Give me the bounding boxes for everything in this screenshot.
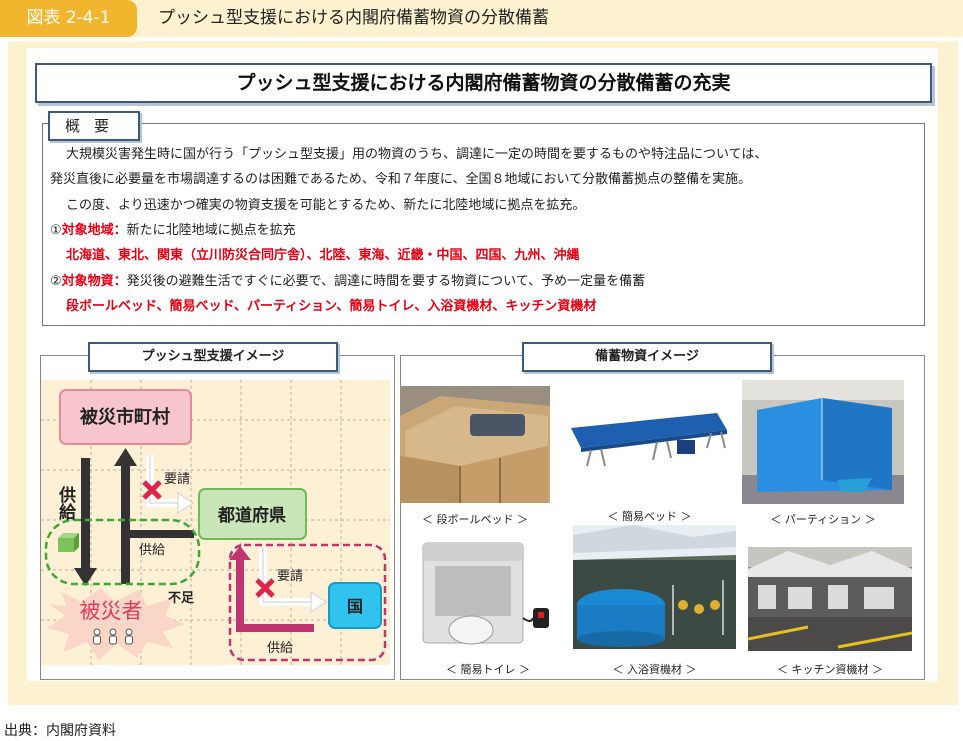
summary-tab: 概要 — [48, 111, 140, 141]
item-number: ② — [50, 274, 62, 289]
portable-toilet-photo — [413, 538, 563, 654]
item-number: ① — [50, 223, 62, 238]
supply-vertical-label: 供給 — [55, 485, 77, 521]
request-arrow-2-outline — [262, 548, 311, 603]
supply-caption-camp-bed: ＜ 簡易ベッド ＞ — [607, 510, 692, 523]
camp-bed-photo — [567, 408, 732, 468]
target-region-list: 北海道、東北、関東（立川防災合同庁舎）、北陸、東海、近畿・中国、四国、九州、沖縄 — [66, 248, 580, 263]
source-note: 出典：内閣府資料 — [4, 723, 116, 739]
supply-arrow-horizontal — [130, 530, 194, 538]
request-label-1: 要請 — [164, 472, 190, 487]
supply-arrow-up — [121, 466, 130, 584]
supply-caption-partition: ＜ パーティション ＞ — [770, 513, 876, 526]
supply-caption-kitchen-equipment: ＜ キッチン資機材 ＞ — [777, 663, 883, 676]
partition-photo — [742, 380, 904, 504]
supply-arrow-2-horizontal — [236, 624, 314, 632]
push-support-tab: プッシュ型支援イメージ — [88, 342, 338, 372]
target-region-line: ①対象地域：新たに北陸地域に拠点を拡充 — [50, 221, 296, 241]
blocked-x-icon-2 — [255, 578, 275, 598]
request-arrow-1-outline — [149, 455, 179, 504]
nation-box — [328, 582, 382, 629]
supply-arrow-down-head — [74, 568, 97, 586]
supply-arrow-up-head — [114, 448, 137, 466]
prefecture-box — [198, 488, 307, 540]
header-bar — [0, 0, 963, 37]
target-region-heading: 対象地域： — [61, 223, 127, 238]
supply-caption-cardboard-bed: ＜ 段ボールベッド ＞ — [422, 513, 528, 526]
municipality-label: 被災市町村 — [80, 406, 170, 428]
nation-label: 国 — [347, 597, 363, 616]
supply-arrow-2 — [236, 558, 244, 632]
summary-line-2: 発災直後に必要量を市場調達するのは困難であるため、令和７年度に、全国８地域におい… — [50, 172, 752, 187]
supply-caption-portable-toilet: ＜ 簡易トイレ ＞ — [446, 663, 530, 676]
summary-line-1: 大規模災害発生時に国が行う「プッシュ型支援」用の物資のうち、調達に一定の時間を要… — [66, 147, 768, 162]
supply-caption-bathing-equipment: ＜ 入浴資機材 ＞ — [612, 663, 697, 676]
shortage-ellipse-green — [44, 518, 201, 586]
kitchen-equipment-photo — [748, 547, 912, 651]
shortage-box-magenta — [228, 543, 387, 662]
target-supplies-line: ②対象物資：発災後の避難生活ですぐに必要で、調達に時間を要する物資について、予め… — [50, 272, 645, 292]
municipality-box — [59, 389, 192, 445]
figure-title: プッシュ型支援における内閣府備蓄物資の分散備蓄 — [158, 8, 549, 28]
prefecture-label: 都道府県 — [217, 505, 286, 526]
victims-burst — [47, 588, 185, 660]
supply-label-1: 供給 — [139, 543, 165, 558]
target-region-text: 新たに北陸地域に拠点を拡充 — [126, 223, 296, 238]
push-support-diagram: 被災市町村 都道府県 国 被災者 供給 要請 供給 要請 供給 不足 — [41, 380, 390, 665]
main-title: プッシュ型支援における内閣府備蓄物資の分散備蓄の充実 — [35, 63, 932, 103]
person-icons — [93, 628, 133, 645]
supplies-tab: 備蓄物資イメージ — [522, 342, 772, 372]
request-arrow-1-head — [177, 492, 194, 514]
target-supplies-list: 段ボールベッド、簡易ベッド、パーティション、簡易トイレ、入浴資機材、キッチン資機… — [66, 299, 597, 314]
supply-label-2: 供給 — [267, 641, 293, 656]
request-label-2: 要請 — [277, 569, 303, 584]
summary-line-3: この度、より迅速かつ確実の物資支援を可能とするため、新たに北陸地域に拠点を拡充。 — [66, 198, 586, 213]
request-arrow-2-head — [310, 591, 327, 613]
target-supplies-heading: 対象物資： — [61, 274, 127, 289]
supply-arrow-down — [81, 458, 90, 568]
figure-label: 図表 2-4-1 — [0, 0, 137, 37]
stock-box-icon — [58, 533, 79, 552]
target-supplies-text: 発災後の避難生活ですぐに必要で、調達に時間を要する物資について、予め一定量を備蓄 — [126, 274, 646, 289]
victims-label: 被災者 — [80, 599, 143, 623]
summary-box — [42, 123, 925, 326]
blocked-x-icon-1 — [142, 480, 162, 500]
shortage-label: 不足 — [168, 591, 195, 606]
bathing-equipment-photo — [573, 525, 736, 649]
cardboard-bed-photo — [400, 386, 550, 503]
supply-arrow-2-head — [229, 546, 251, 560]
